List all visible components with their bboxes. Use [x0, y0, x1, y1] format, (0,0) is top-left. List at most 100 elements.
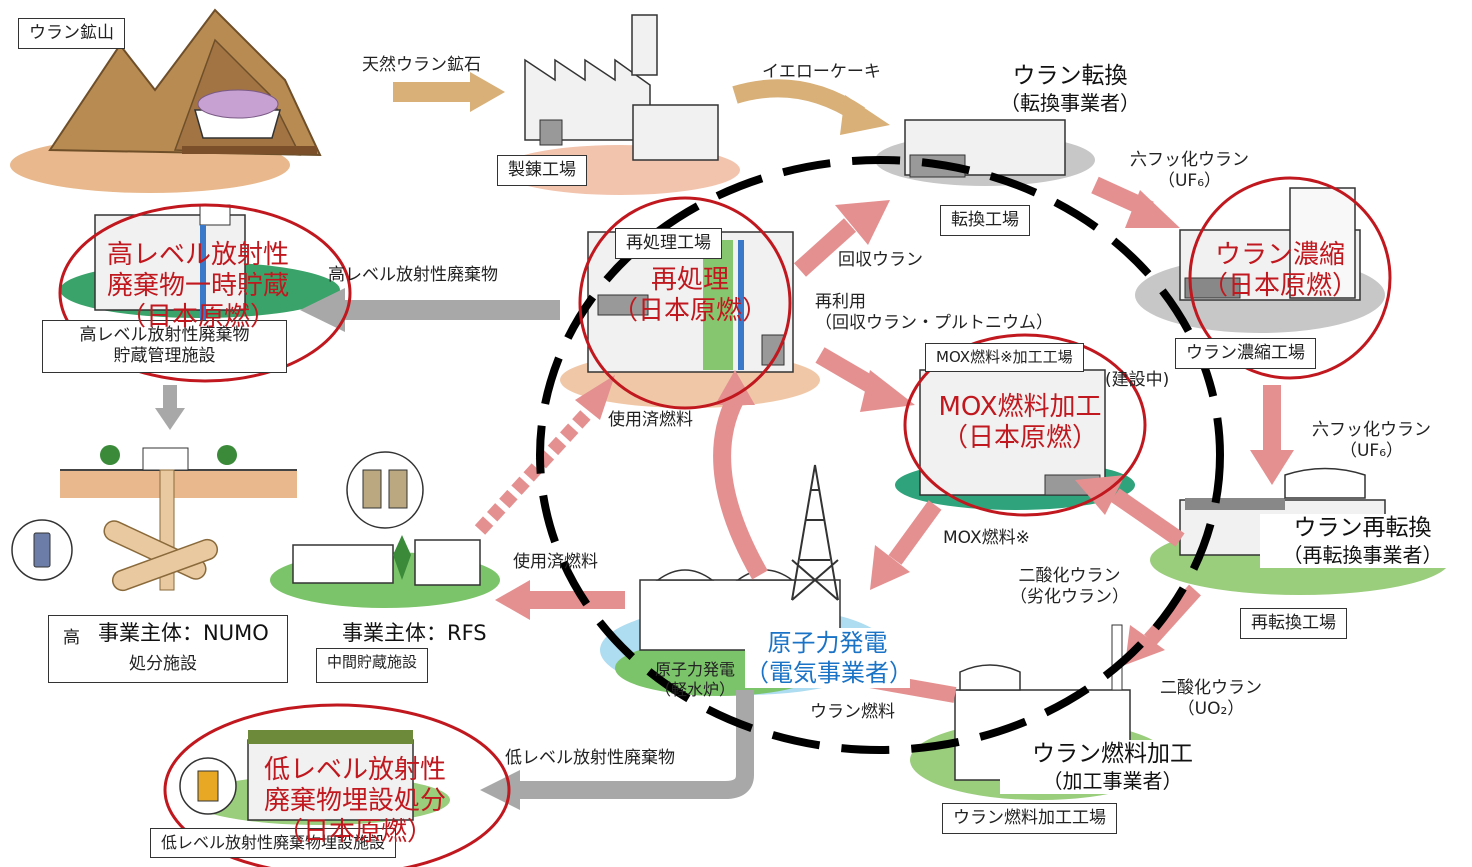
under-construction-label: (建設中)	[1105, 370, 1170, 390]
mox-fuel-label: MOX燃料※	[943, 528, 1030, 548]
power-operator-line2: （電気事業者）	[745, 659, 913, 687]
fabrication-tank	[959, 664, 1021, 691]
reconversion-operator-line1: ウラン再転換	[1293, 515, 1432, 541]
cask-icon-2	[388, 469, 408, 509]
uranium-fuel-label: ウラン燃料	[810, 702, 895, 722]
hlw-storage-line1: 高レベル放射性廃棄物	[79, 325, 250, 345]
reprocessing-pipe	[738, 240, 744, 370]
oval-llw	[163, 703, 511, 867]
disposal-tunnels	[103, 520, 219, 592]
oval-hlw-temp	[58, 203, 352, 383]
mox-building	[919, 369, 1106, 496]
llw-roof	[248, 730, 413, 744]
uranium-mine-label: ウラン鉱山	[18, 18, 125, 50]
reprocessing-green	[703, 240, 733, 370]
power-plant-line2: （軽水炉）	[655, 680, 736, 699]
interim-building2	[414, 539, 481, 586]
pylon	[791, 464, 839, 601]
reuse-label: 再利用 （回収ウラン・プルトニウム）	[815, 292, 1053, 335]
uf6-right-label: 六フッ化ウラン （UF₆）	[1312, 420, 1431, 463]
hlw-building	[94, 214, 246, 311]
spent-fuel-left-label: 使用済燃料	[513, 552, 598, 572]
mine-rails	[182, 146, 317, 154]
llw-flow-label: 低レベル放射性廃棄物	[505, 748, 675, 768]
highlight-ovals	[58, 176, 1392, 867]
fabrication-operator-line2: （加工事業者）	[1042, 768, 1183, 793]
recovered-uranium-label: 回収ウラン	[838, 250, 923, 270]
fabrication-operator-overlay: ウラン燃料加工 （加工事業者）	[1000, 740, 1225, 794]
hlw-stack	[199, 204, 231, 226]
interim-storage-label: 中間貯蔵施設	[316, 648, 429, 683]
yellowcake-label: イエローケーキ	[762, 62, 881, 82]
surface-band	[60, 470, 297, 498]
uf6-right-line1: 六フッ化ウラン	[1312, 420, 1431, 440]
reprocessing-plant-label: 再処理工場	[615, 228, 722, 260]
disposal-surface-building	[142, 447, 189, 471]
power-dome1	[655, 569, 715, 581]
flow-arrows	[155, 72, 1294, 810]
hlw-temp-line2: 廃棄物一時貯蔵	[106, 271, 289, 302]
interim-tree	[393, 535, 411, 580]
fabrication-operator-line1: ウラン燃料加工	[1032, 741, 1193, 767]
depleted-uo2-line2: （劣化ウラン）	[1010, 587, 1129, 608]
tree-right	[217, 445, 237, 465]
rfs-entity-label: 事業主体：RFS	[342, 620, 487, 647]
disposal-partial-text: 高	[63, 628, 80, 648]
llw-line2: 廃棄物埋設処分	[263, 786, 446, 817]
enrichment-line2: （日本原燃）	[1201, 271, 1358, 302]
hlw-temp-line1: 高レベル放射性	[106, 240, 289, 270]
mox-overlay: MOX燃料加工 （日本原燃）	[915, 392, 1125, 454]
mox-line1: MOX燃料加工	[938, 392, 1102, 422]
canister-icon	[33, 532, 51, 568]
reconversion-plant-label: 再転換工場	[1240, 608, 1347, 640]
mox-line2: （日本原燃）	[941, 423, 1098, 454]
power-plant-line1: 原子力発電	[655, 660, 736, 679]
llw-line1: 低レベル放射性	[263, 755, 446, 785]
enrichment-line1: ウラン濃縮	[1214, 240, 1345, 270]
uo2-line1: 二酸化ウラン	[1160, 678, 1262, 698]
refinery-body	[632, 104, 719, 161]
arrow-llw	[520, 690, 754, 799]
hlw-pipe	[200, 225, 206, 320]
arrow-mox	[888, 500, 942, 565]
arrow-uo2	[1144, 584, 1201, 646]
power-operator-overlay: 原子力発電 （電気事業者）	[745, 628, 913, 688]
llw-facility-label: 低レベル放射性廃棄物埋設施設	[150, 828, 397, 858]
reprocessing-line2: （日本原燃）	[611, 296, 768, 327]
refinery-tower	[631, 14, 658, 76]
llw-line3: （日本原燃）	[276, 817, 433, 848]
hlw-storage-line2: 貯蔵管理施設	[113, 346, 216, 367]
cycle-dashed-circle	[536, 156, 1224, 754]
hlw-temp-line3: （日本原燃）	[119, 302, 276, 333]
enrichment-tower	[1289, 187, 1356, 299]
conversion-operator-overlay: ウラン転換 （転換事業者）	[995, 62, 1145, 116]
oval-mox	[903, 333, 1147, 517]
reconversion-tank	[1284, 467, 1366, 499]
oval-enrichment	[1188, 176, 1392, 380]
fabrication-plant-label: ウラン燃料加工工場	[942, 803, 1117, 835]
depleted-uo2-line1: 二酸化ウラン	[1018, 566, 1121, 586]
conversion-operator-line2: （転換事業者）	[1000, 90, 1140, 115]
tree-left	[100, 445, 120, 465]
reuse-line2: （回収ウラン・プルトニウム）	[815, 313, 1053, 334]
power-plant-label: 原子力発電 （軽水炉）	[655, 660, 735, 700]
interim-building1	[292, 544, 394, 584]
uf6-right-line2: （UF₆）	[1339, 441, 1404, 462]
cask-circle	[346, 451, 424, 529]
reprocessing-overlay: 再処理 （日本原燃）	[600, 265, 780, 327]
conversion-operator-line1: ウラン転換	[1012, 63, 1128, 89]
refinery-label: 製錬工場	[497, 155, 587, 187]
reprocessing-block2	[761, 334, 785, 366]
reuse-line1: 再利用	[815, 292, 866, 312]
enrichment-plant-label: ウラン濃縮工場	[1175, 338, 1316, 370]
uf6-top-line2: （UF₆）	[1157, 171, 1222, 192]
numo-entity-label: 事業主体：NUMO	[98, 620, 269, 647]
enrichment-overlay: ウラン濃縮 （日本原燃）	[1185, 240, 1375, 302]
enrichment-block	[1184, 277, 1241, 299]
uo2-label: 二酸化ウラン （UO₂）	[1160, 678, 1262, 721]
llw-overlay: 低レベル放射性 廃棄物埋設処分 （日本原燃）	[235, 755, 475, 849]
conversion-plant-label: 転換工場	[940, 205, 1030, 237]
uo2-line2: （UO₂）	[1177, 699, 1245, 720]
reprocessing-block1	[597, 294, 649, 316]
uf6-top-line1: 六フッ化ウラン	[1130, 150, 1249, 170]
